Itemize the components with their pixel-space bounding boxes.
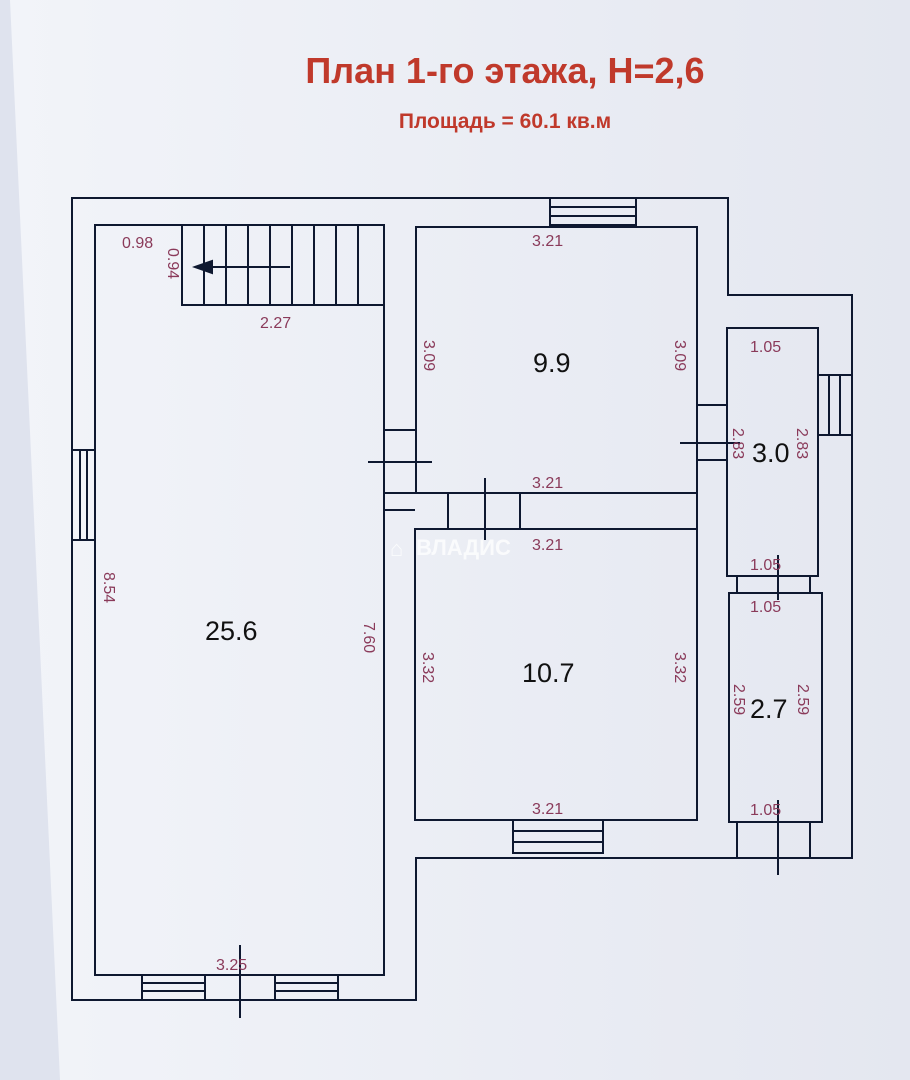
svg-text:7.60: 7.60 (360, 622, 377, 653)
windows (71, 197, 853, 1001)
area-room-2: 9.9 (533, 348, 571, 378)
area-room-5: 2.7 (750, 694, 788, 724)
svg-text:2.83: 2.83 (793, 428, 810, 459)
stair-arrow-icon (191, 259, 213, 275)
area-living: 25.6 (205, 616, 258, 646)
area-room-3: 10.7 (522, 658, 575, 688)
doors (239, 404, 811, 1018)
svg-text:2.27: 2.27 (260, 315, 291, 332)
svg-text:3.21: 3.21 (532, 233, 563, 250)
dimensions: 0.98 0.94 2.27 8.54 7.60 3.25 3.21 3.09 … (100, 233, 811, 974)
watermark-logo: ⌂ (390, 536, 403, 561)
stair (181, 224, 385, 306)
svg-text:1.05: 1.05 (750, 599, 781, 616)
plan-title: План 1-го этажа, Н=2,6 (305, 50, 705, 91)
area-room-4: 3.0 (752, 438, 790, 468)
svg-text:3.32: 3.32 (671, 652, 688, 683)
svg-text:1.05: 1.05 (750, 802, 781, 819)
svg-text:0.98: 0.98 (122, 235, 153, 252)
svg-text:3.21: 3.21 (532, 801, 563, 818)
svg-text:3.21: 3.21 (532, 537, 563, 554)
svg-text:0.94: 0.94 (164, 248, 181, 279)
svg-text:3.25: 3.25 (216, 957, 247, 974)
svg-text:3.09: 3.09 (671, 340, 688, 371)
svg-text:1.05: 1.05 (750, 557, 781, 574)
svg-text:2.59: 2.59 (794, 684, 811, 715)
svg-text:3.09: 3.09 (420, 340, 437, 371)
svg-text:1.05: 1.05 (750, 339, 781, 356)
room-9-9 (415, 226, 698, 494)
svg-text:2.83: 2.83 (729, 428, 746, 459)
watermark: ВЛАДИС (416, 535, 511, 560)
svg-text:8.54: 8.54 (100, 572, 117, 603)
svg-text:3.21: 3.21 (532, 475, 563, 492)
plan-subtitle: Площадь = 60.1 кв.м (398, 110, 612, 133)
svg-text:3.32: 3.32 (419, 652, 436, 683)
svg-text:2.59: 2.59 (730, 684, 747, 715)
